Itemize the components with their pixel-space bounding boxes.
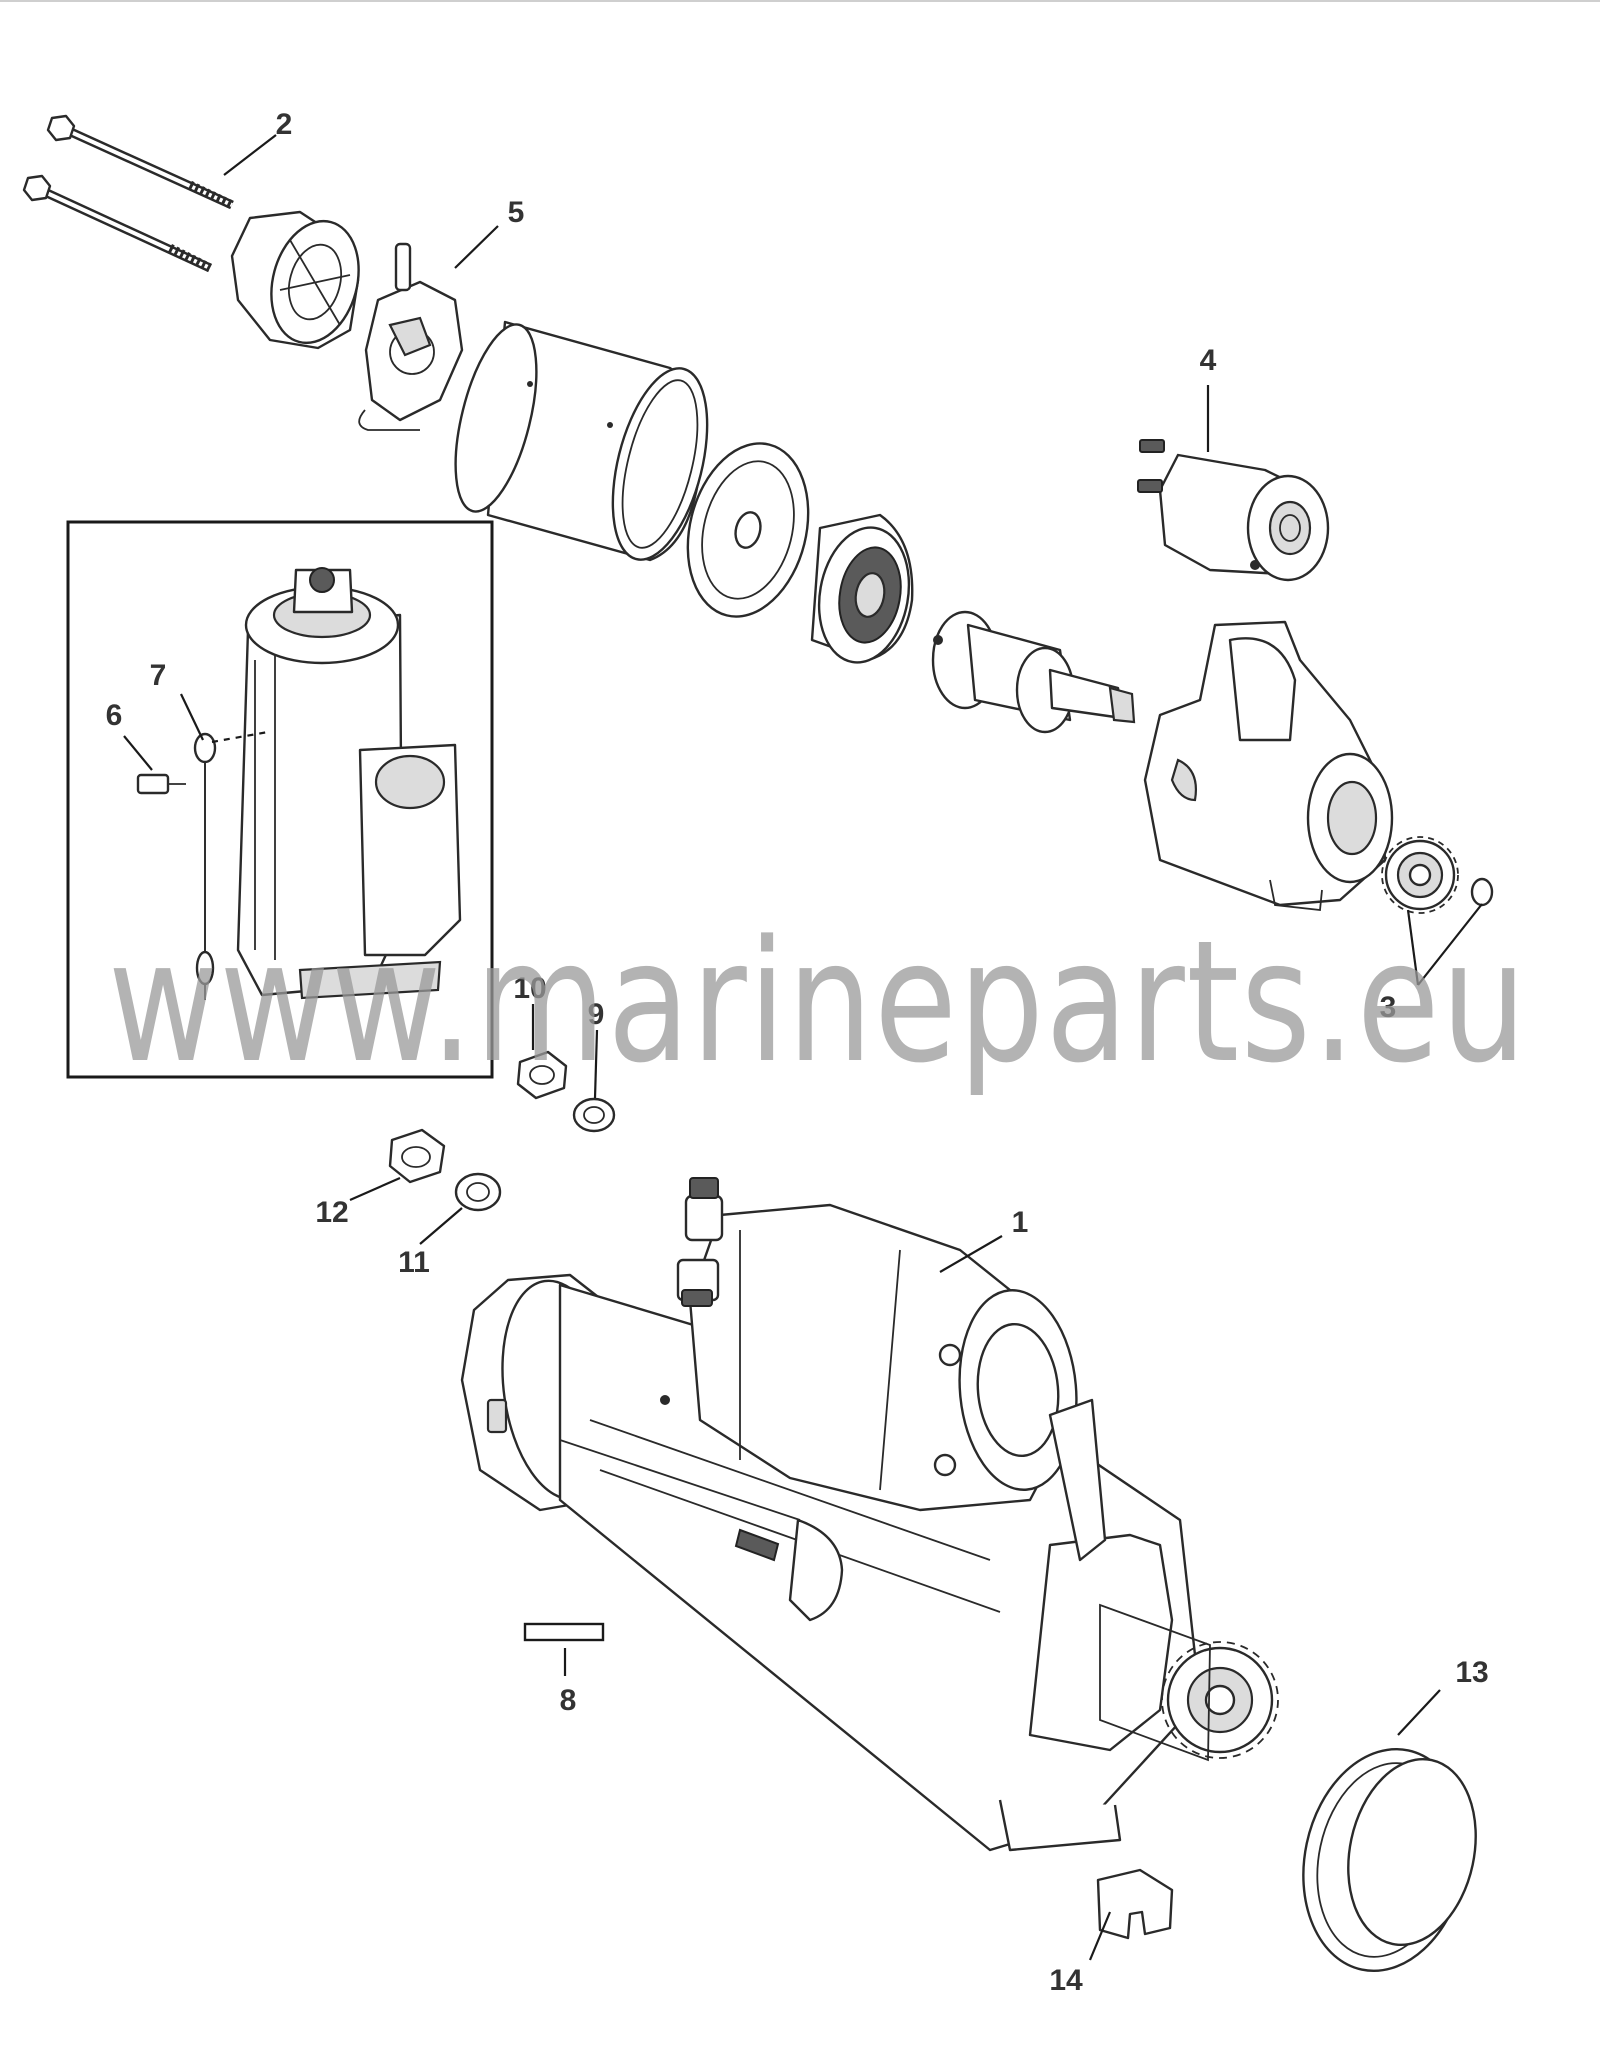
starter-motor-assembly xyxy=(460,1177,1279,1852)
callout-10: 10 xyxy=(513,972,546,1005)
leader-lines xyxy=(123,134,1483,1961)
thrust-washer-disc xyxy=(686,442,810,618)
callout-11: 11 xyxy=(398,1246,430,1279)
label-plate-8 xyxy=(523,1622,605,1642)
brush-holder-plate xyxy=(358,242,464,431)
drive-end-housing xyxy=(1143,620,1394,911)
field-frame-housing xyxy=(454,320,709,562)
output-shaft-assembly xyxy=(931,610,1136,734)
callout-12: 12 xyxy=(315,1196,348,1229)
callout-3: 3 xyxy=(1380,991,1397,1024)
planetary-gear-set xyxy=(810,513,914,664)
nut-10 xyxy=(516,1050,568,1100)
through-bolts xyxy=(22,114,234,273)
inset-box xyxy=(66,520,494,1079)
watermark: www.marineparts.eu xyxy=(108,904,1528,1100)
shield-ring-13 xyxy=(1302,1747,1477,1973)
callout-4: 4 xyxy=(1200,344,1217,377)
pinion-gear xyxy=(1381,836,1459,914)
lock-washer-9 xyxy=(572,1097,616,1133)
solenoid xyxy=(1137,439,1330,582)
nut-12 xyxy=(388,1128,446,1184)
callout-13: 13 xyxy=(1455,1656,1488,1689)
callout-5: 5 xyxy=(508,196,525,229)
callout-14: 14 xyxy=(1049,1964,1083,1997)
lock-washer-11 xyxy=(454,1172,502,1212)
callout-6: 6 xyxy=(106,699,123,732)
callout-9: 9 xyxy=(588,998,605,1031)
callouts: 2 5 4 7 6 3 10 9 12 11 1 8 13 14 xyxy=(106,108,1489,1997)
retaining-ring xyxy=(1470,877,1494,907)
clip-14 xyxy=(1096,1868,1174,1940)
callout-1: 1 xyxy=(1012,1206,1029,1239)
callout-2: 2 xyxy=(276,108,293,141)
callout-7: 7 xyxy=(150,659,167,692)
callout-8: 8 xyxy=(560,1684,577,1717)
commutator-end-cap xyxy=(230,210,360,350)
